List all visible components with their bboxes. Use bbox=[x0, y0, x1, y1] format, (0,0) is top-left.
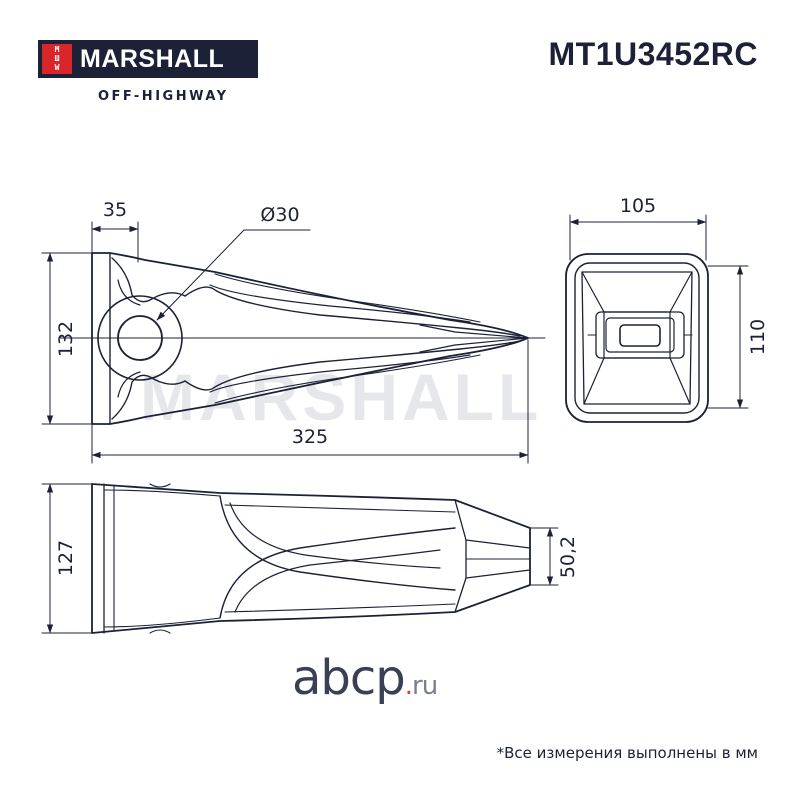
shop-watermark-tld: ru bbox=[412, 671, 438, 701]
dim-diameter-30: Ø30 bbox=[260, 204, 299, 226]
top-view bbox=[91, 483, 531, 634]
brand-logo-mark: M Ш W bbox=[42, 44, 72, 74]
logo-mark-glyph-2: Ш bbox=[54, 54, 60, 63]
logo-mark-glyph-1: M bbox=[54, 45, 60, 54]
rear-view-dimensions bbox=[569, 214, 749, 409]
dim-110: 110 bbox=[747, 319, 769, 355]
watermark-text: MARSHALL bbox=[140, 360, 542, 434]
dim-35: 35 bbox=[103, 199, 127, 221]
logo-mark-glyph-3: W bbox=[54, 63, 60, 72]
shop-watermark-dot: . bbox=[404, 671, 413, 701]
brand-subtitle: OFF-HIGHWAY bbox=[98, 89, 229, 104]
units-footnote: *Все измерения выполнены в мм bbox=[496, 744, 758, 762]
dim-105: 105 bbox=[620, 195, 656, 217]
brand-name: MARSHALL bbox=[80, 45, 225, 73]
dim-325: 325 bbox=[292, 426, 328, 448]
dim-50-2: 50,2 bbox=[557, 536, 579, 578]
top-view-dimensions bbox=[41, 483, 559, 634]
dim-132: 132 bbox=[55, 321, 77, 357]
brand-logo: M Ш W MARSHALL bbox=[38, 40, 258, 78]
rear-view bbox=[565, 253, 709, 423]
top-view-outline bbox=[91, 483, 531, 634]
dim-127: 127 bbox=[55, 540, 77, 576]
shop-watermark: abcp.ru bbox=[292, 650, 438, 706]
shop-watermark-main: abcp bbox=[292, 650, 406, 706]
part-number: MT1U3452RC bbox=[548, 36, 758, 72]
rear-view-outer bbox=[565, 253, 709, 423]
side-view-dimensions bbox=[41, 221, 529, 464]
side-view bbox=[59, 252, 546, 425]
